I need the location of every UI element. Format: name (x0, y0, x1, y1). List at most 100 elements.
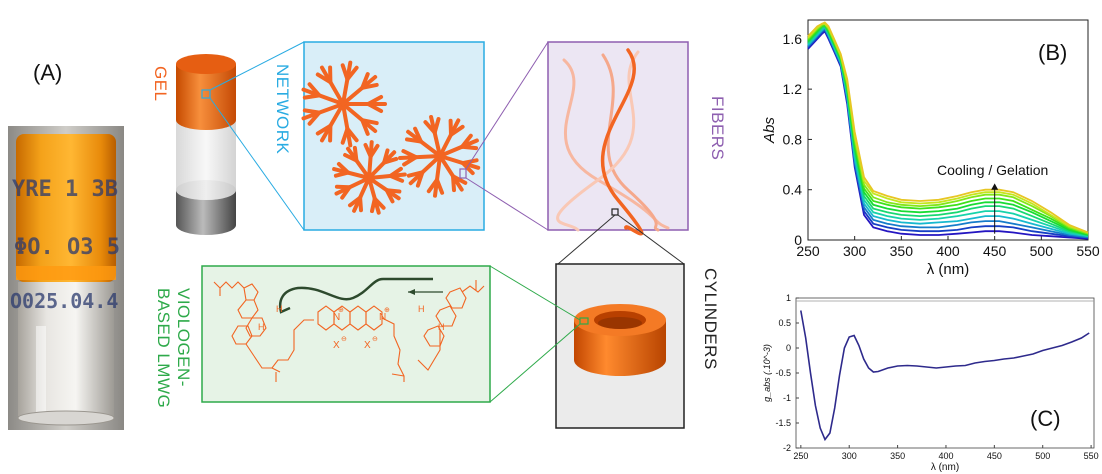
hierarchy-diagram: N N ⊕ ⊕ X ⊖ X ⊖ H H H H (176, 41, 689, 429)
dendrite-twig (345, 65, 359, 82)
dendrite-twig (360, 118, 379, 126)
dendrite-twig (315, 123, 333, 136)
dendrite-twig (460, 161, 475, 176)
lmwg-box (201, 265, 491, 403)
x-tick-label: 250 (796, 243, 820, 259)
fibers-label: FIBERS (708, 96, 727, 161)
network-label: NETWORK (273, 64, 292, 155)
dendrite-branch (367, 172, 407, 180)
label-line-3: O025.04.4 (10, 289, 118, 313)
x-tick-label: 550 (1084, 451, 1099, 461)
dendrite-twig (302, 108, 322, 115)
y-tick-label: 1.2 (783, 81, 803, 97)
annotation-arrowhead (991, 183, 999, 190)
spectrum-line (807, 21, 1089, 234)
plot-frame (795, 297, 1095, 449)
dendrite-branch (301, 87, 345, 106)
annotation-text: Cooling / Gelation (937, 162, 1048, 178)
plus-right: ⊕ (384, 307, 390, 314)
dendrite-branch (408, 154, 442, 186)
dendrite-branch (433, 154, 442, 198)
dendrite-twig (368, 143, 380, 159)
label-line-1: YRE 1 3B (12, 177, 118, 202)
dendrite-twig (451, 174, 456, 193)
dendrite-twig (370, 196, 377, 214)
y-tick-label: 0 (794, 232, 802, 248)
y-tick-label: -0.5 (775, 368, 791, 378)
dendrite-branch (438, 118, 461, 158)
dendrite-branch (398, 154, 442, 160)
dendrite-branch (320, 102, 345, 143)
dendrite-branch (346, 146, 371, 180)
dendrite-twig (449, 124, 465, 137)
h-atom-1: H (276, 304, 283, 314)
y-axis-label: g_abs (.10^-3) (762, 344, 772, 402)
x-tick-label: 450 (987, 451, 1002, 461)
x-tick-label: 300 (842, 451, 857, 461)
dendrite-branch (341, 60, 353, 106)
x-tick-label: 400 (936, 243, 960, 259)
dendrite-twig (388, 173, 405, 183)
x-tick-label: 500 (1030, 243, 1054, 259)
counterion-left: X (333, 340, 340, 351)
dendrite-branch (367, 176, 401, 201)
x-tick-label: 550 (1076, 243, 1100, 259)
gabs-line (800, 310, 1090, 442)
dendrite-twig (432, 117, 441, 135)
h-atom-3: H (418, 304, 425, 314)
cv-curve (279, 277, 433, 314)
y-tick-label: 0.5 (778, 318, 791, 328)
x-tick-label: 450 (983, 243, 1007, 259)
x-axis-label: λ (nm) (927, 261, 970, 278)
x-tick-label: 350 (890, 243, 914, 259)
y-tick-label: -2 (783, 443, 791, 453)
dendrite-branch (429, 115, 442, 158)
dendrite-twig (413, 126, 423, 144)
dendrite-twig (366, 102, 384, 113)
dendrite-twig (406, 170, 425, 178)
viologen-molecule (213, 280, 485, 382)
dendrite-branch (406, 129, 442, 158)
fiber-strands (556, 48, 670, 236)
y-axis-label: Abs (761, 117, 778, 144)
dendrite-branch (332, 167, 371, 180)
x-tick-label: 500 (1035, 451, 1050, 461)
dendrite-twig (307, 82, 322, 98)
dendrite-branch (438, 138, 479, 158)
minus-right: ⊖ (372, 336, 378, 343)
dendrite-twig (366, 95, 384, 106)
dendrite-branch (341, 102, 353, 148)
x-tick-label: 350 (890, 451, 905, 461)
h-atom-4: H (438, 322, 445, 332)
dendrite-twig (340, 63, 350, 82)
y-tick-label: -1.5 (775, 418, 791, 428)
y-tick-label: 1 (786, 293, 791, 303)
panel-label-b: (B) (1038, 40, 1067, 65)
gel-cylinder-icon (176, 54, 236, 235)
y-tick-label: 0.4 (783, 182, 803, 198)
minus-left: ⊖ (341, 336, 347, 343)
dendrite-branch (334, 176, 371, 196)
lmwg-label-line2: BASED LMWG (154, 288, 173, 409)
dendrite-twig (460, 144, 479, 151)
lmwg-label-line1: VIOLOGEN- (174, 288, 193, 387)
dendrite-branch (320, 65, 345, 106)
cylinders-label: CYLINDERS (701, 268, 720, 370)
label-line-2: ΦO. O3 5 (14, 235, 120, 260)
plus-left: ⊕ (338, 307, 344, 314)
dendrite-branch (438, 154, 464, 192)
dendrite-twig (426, 177, 439, 194)
dendrite-twig (307, 110, 322, 126)
dendrite-twig (382, 156, 399, 165)
dendrite-twig (401, 149, 418, 160)
network-box (303, 41, 485, 231)
dendrite-twig (384, 188, 395, 204)
dendrite-branch (438, 154, 481, 170)
y-tick-label: 0 (786, 343, 791, 353)
x-axis-label: λ (nm) (931, 462, 959, 473)
dendrite-branch (352, 176, 371, 213)
nitrogen-left: N (333, 312, 340, 323)
h-atom-2: H (258, 322, 265, 332)
